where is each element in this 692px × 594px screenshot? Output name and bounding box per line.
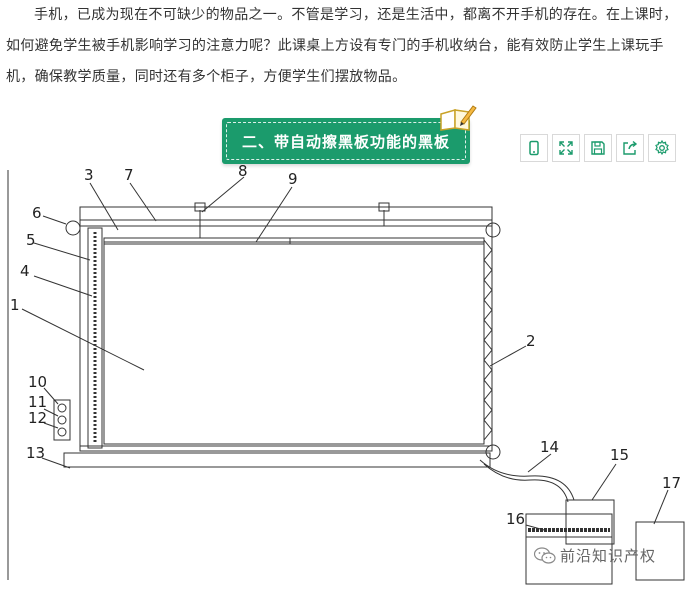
section-banner: 二、带自动擦黑板功能的黑板 bbox=[222, 105, 477, 164]
section-title: 二、带自动擦黑板功能的黑板 bbox=[241, 133, 450, 151]
nozzle-left bbox=[194, 202, 206, 212]
label-17: 17 bbox=[662, 474, 681, 492]
blackboard-surface bbox=[103, 241, 485, 445]
share-icon bbox=[623, 140, 638, 155]
label-8: 8 bbox=[238, 162, 248, 180]
share-button[interactable] bbox=[616, 134, 644, 162]
phone-icon bbox=[529, 140, 539, 156]
wiper-strip bbox=[103, 237, 485, 245]
save-icon bbox=[591, 141, 605, 155]
settings-button[interactable] bbox=[648, 134, 676, 162]
pulley-top-left bbox=[65, 220, 81, 236]
label-9: 9 bbox=[288, 170, 298, 188]
water-hose bbox=[479, 459, 575, 501]
pulley-top-right bbox=[485, 222, 501, 238]
fullscreen-button[interactable] bbox=[552, 134, 580, 162]
control-box bbox=[53, 399, 71, 441]
settings-icon bbox=[655, 140, 669, 156]
book-pencil-icon bbox=[440, 105, 477, 131]
diagram-labels: 1 2 3 4 5 6 7 8 9 10 11 12 13 14 15 16 1… bbox=[10, 162, 681, 528]
fullscreen-icon bbox=[559, 141, 573, 155]
label-4: 4 bbox=[20, 262, 30, 280]
label-1: 1 bbox=[10, 296, 20, 314]
label-12: 12 bbox=[28, 409, 47, 427]
label-5: 5 bbox=[26, 231, 36, 249]
wechat-icon bbox=[534, 546, 556, 564]
watermark-text: 前沿知识产权 bbox=[560, 547, 657, 565]
label-10: 10 bbox=[28, 373, 47, 391]
label-7: 7 bbox=[124, 166, 134, 184]
label-15: 15 bbox=[610, 446, 629, 464]
label-6: 6 bbox=[32, 204, 42, 222]
image-toolbar bbox=[520, 134, 676, 162]
watermark: 前沿知识产权 bbox=[534, 545, 656, 566]
label-14: 14 bbox=[540, 438, 559, 456]
label-11: 11 bbox=[28, 393, 47, 411]
water-tank bbox=[565, 499, 615, 545]
label-13: 13 bbox=[26, 444, 45, 462]
nozzle-right bbox=[378, 202, 390, 212]
zigzag-spring bbox=[483, 239, 493, 441]
patent-diagram: 1 2 3 4 5 6 7 8 9 10 11 12 13 14 15 16 1… bbox=[7, 162, 685, 585]
save-button[interactable] bbox=[584, 134, 612, 162]
blackboard-frame bbox=[79, 206, 493, 452]
pump-box bbox=[525, 513, 613, 585]
pulley-bottom-right bbox=[485, 444, 501, 460]
label-2: 2 bbox=[526, 332, 536, 350]
eraser-bar bbox=[87, 227, 103, 449]
chalk-tray bbox=[63, 452, 491, 468]
article-paragraph: 手机，已成为现在不可缺少的物品之一。不管是学习，还是生活中，都离不开手机的存在。… bbox=[6, 0, 688, 93]
label-16: 16 bbox=[506, 510, 525, 528]
phone-view-button[interactable] bbox=[520, 134, 548, 162]
reservoir-box bbox=[635, 521, 685, 581]
label-3: 3 bbox=[84, 166, 94, 184]
paragraph-text: 手机，已成为现在不可缺少的物品之一。不管是学习，还是生活中，都离不开手机的存在。… bbox=[6, 7, 678, 85]
